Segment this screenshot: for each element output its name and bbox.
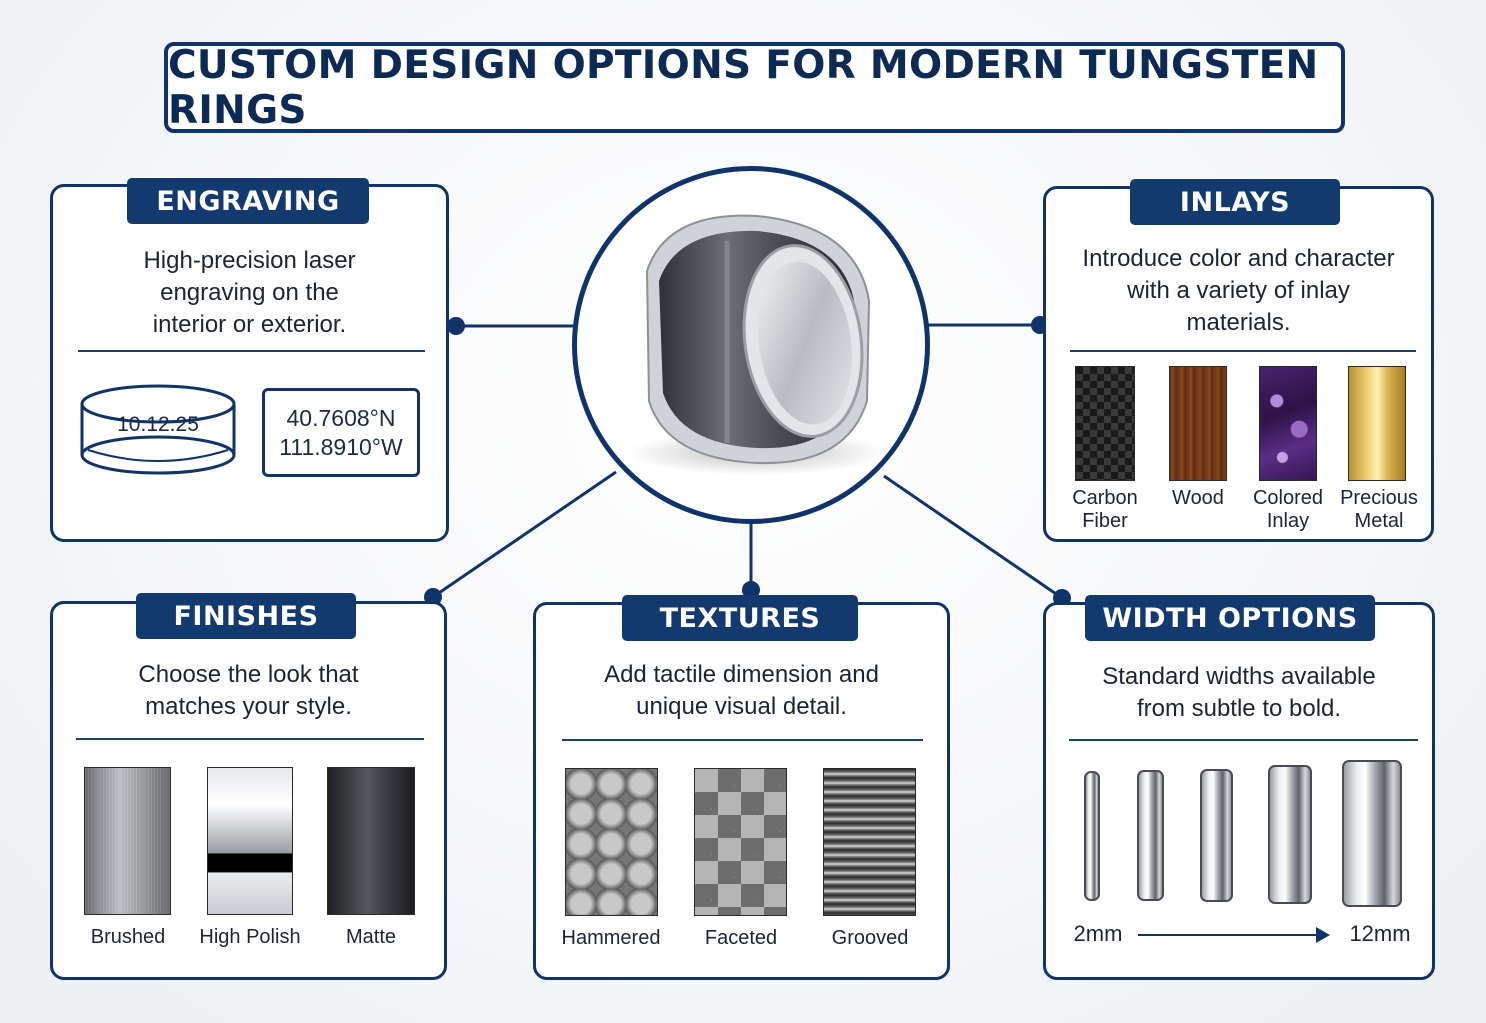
band-width-sample <box>1200 769 1233 902</box>
divider <box>562 739 923 741</box>
finishes-heading: FINISHES <box>136 593 356 639</box>
finishes-description-line: Choose the look that <box>138 661 359 688</box>
width-options-description: Standard widths available from subtle to… <box>1046 661 1432 725</box>
band-width-sample <box>1342 760 1402 907</box>
divider <box>1069 739 1418 741</box>
inlays-heading: INLAYS <box>1130 179 1340 225</box>
engraving-date: 10.12.25 <box>117 413 199 436</box>
finishes-description: Choose the look that matches your style. <box>53 659 444 723</box>
engraving-description: High-precision laser engraving on the in… <box>53 245 446 341</box>
connector-width <box>883 474 1063 600</box>
page-title: CUSTOM DESIGN OPTIONS FOR MODERN TUNGSTE… <box>168 42 1319 133</box>
divider <box>78 350 425 352</box>
hammered-swatch <box>565 768 658 916</box>
engraving-panel: ENGRAVING High-precision laser engraving… <box>50 178 449 542</box>
inlays-description-line: materials. <box>1186 309 1291 336</box>
inlays-panel: INLAYS Introduce color and character wit… <box>1043 179 1434 542</box>
high-polish-label: High Polish <box>199 926 301 948</box>
brushed-label: Brushed <box>90 926 166 948</box>
engraving-coordinates-box: 40.7608°N 111.8910°W <box>262 388 420 477</box>
brushed-swatch <box>84 767 171 915</box>
matte-label: Matte <box>345 926 397 948</box>
inlays-description-line: Introduce color and character <box>1082 245 1395 272</box>
width-options-panel: WIDTH OPTIONS Standard widths available … <box>1043 595 1435 980</box>
width-arrow-line <box>1138 934 1318 936</box>
engraving-description-line: engraving on the <box>160 279 339 306</box>
textures-description-line: unique visual detail. <box>636 693 847 720</box>
faceted-label: Faceted <box>704 927 778 949</box>
inlays-description: Introduce color and character with a var… <box>1046 243 1431 339</box>
finishes-panel: FINISHES Choose the look that matches yo… <box>50 593 447 980</box>
divider <box>76 738 424 740</box>
coordinate-latitude: 40.7608°N <box>286 404 396 431</box>
high-polish-swatch <box>207 767 293 915</box>
wood-swatch <box>1169 366 1227 481</box>
band-width-sample <box>1084 771 1100 901</box>
finishes-description-line: matches your style. <box>145 693 352 720</box>
connector-finishes <box>432 470 617 599</box>
divider <box>1070 350 1416 352</box>
width-options-heading: WIDTH OPTIONS <box>1085 595 1375 641</box>
connector-dot-engraving <box>447 317 465 335</box>
tungsten-ring-illustration <box>627 214 887 475</box>
title-banner: CUSTOM DESIGN OPTIONS FOR MODERN TUNGSTE… <box>164 42 1345 133</box>
width-max-label: 12mm <box>1349 921 1411 946</box>
textures-description: Add tactile dimension and unique visual … <box>536 659 947 723</box>
textures-description-line: Add tactile dimension and <box>604 661 879 688</box>
colored-inlay-swatch <box>1259 366 1317 481</box>
connector-dot-textures <box>742 581 760 599</box>
textures-panel: TEXTURES Add tactile dimension and uniqu… <box>533 595 950 980</box>
width-description-line: from subtle to bold. <box>1136 695 1342 722</box>
arrow-right-icon <box>1316 927 1330 943</box>
engraving-description-line: High-precision laser <box>143 247 356 274</box>
engraving-description-line: interior or exterior. <box>152 311 347 338</box>
coordinate-longitude: 111.8910°W <box>279 433 403 460</box>
engraving-heading: ENGRAVING <box>127 178 369 224</box>
grooved-label: Grooved <box>831 927 909 949</box>
precious-metal-swatch <box>1348 366 1406 481</box>
hammered-label: Hammered <box>561 927 661 949</box>
width-description-line: Standard widths available <box>1102 663 1376 690</box>
engraved-band-icon <box>80 384 236 475</box>
matte-swatch <box>327 767 415 915</box>
band-width-sample <box>1137 770 1164 901</box>
width-min-label: 2mm <box>1073 921 1123 946</box>
textures-heading: TEXTURES <box>622 595 858 641</box>
carbon-fiber-swatch <box>1075 366 1135 481</box>
band-width-sample <box>1268 765 1312 904</box>
grooved-swatch <box>823 768 916 916</box>
center-ring-image <box>572 166 930 524</box>
faceted-swatch <box>694 768 787 916</box>
inlays-description-line: with a variety of inlay <box>1127 277 1350 304</box>
wood-label: Wood <box>1172 487 1224 509</box>
